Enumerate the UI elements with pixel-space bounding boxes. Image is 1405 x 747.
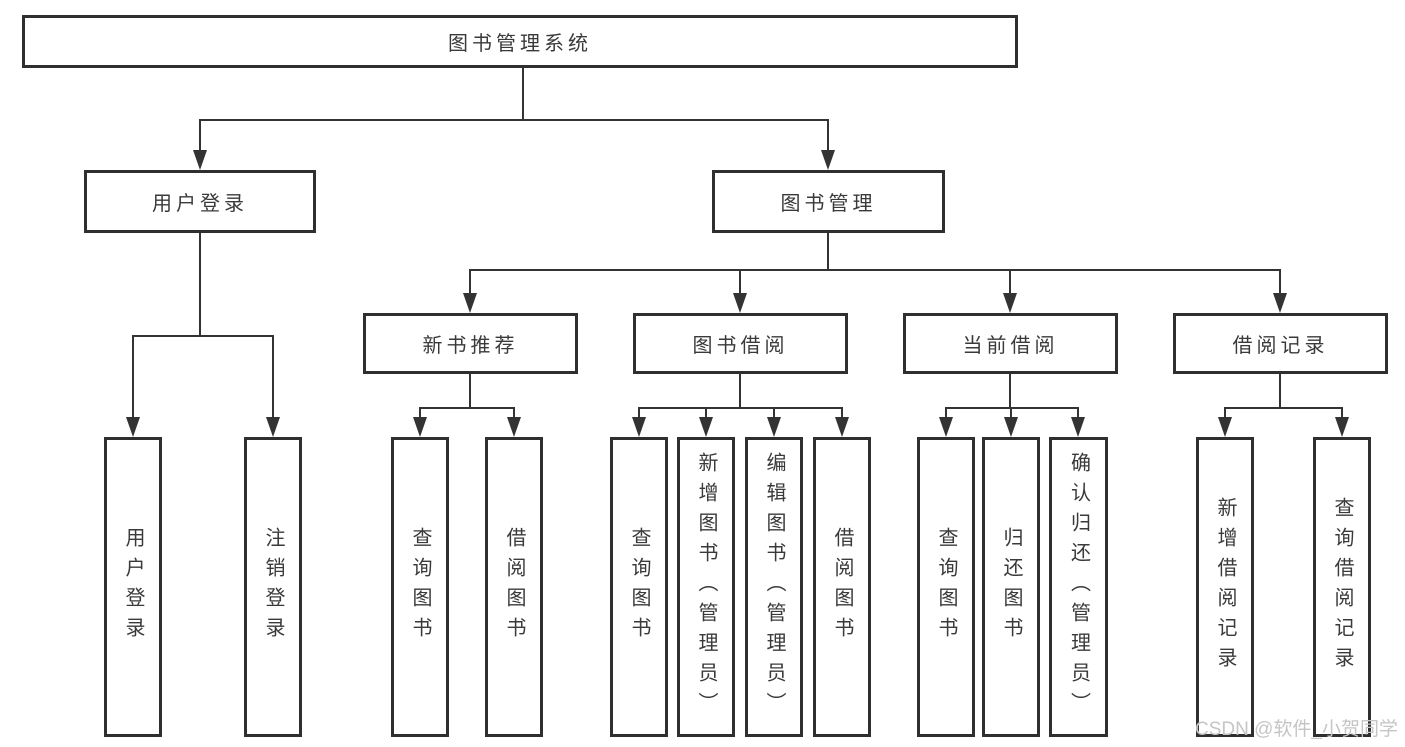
connector-vline xyxy=(1224,408,1226,419)
arrowhead-down xyxy=(767,417,781,437)
leaf-label: 借阅图书 xyxy=(831,527,853,647)
connector-hline xyxy=(1224,407,1343,409)
leaf-confirm-return-admin: 确认归还（管理员） xyxy=(1049,437,1108,737)
connector-vline xyxy=(638,408,640,419)
leaf-label: 查询借阅记录 xyxy=(1331,497,1353,677)
leaf-query-books-1: 查询图书 xyxy=(391,437,449,737)
connector-vline xyxy=(199,120,201,152)
leaf-add-borrow-record: 新增借阅记录 xyxy=(1196,437,1254,737)
connector-vline xyxy=(522,68,524,120)
arrowhead-down xyxy=(507,417,521,437)
leaf-label: 归还图书 xyxy=(1000,527,1022,647)
arrowhead-down xyxy=(821,150,835,170)
leaf-edit-book-admin: 编辑图书（管理员） xyxy=(745,437,803,737)
arrowhead-down xyxy=(1335,417,1349,437)
connector-vline xyxy=(705,408,707,419)
node-current-borrow: 当前借阅 xyxy=(903,313,1118,374)
connector-vline xyxy=(1010,408,1012,419)
watermark-text: CSDN @软件_小贺同学 xyxy=(1195,719,1398,740)
arrowhead-down xyxy=(1071,417,1085,437)
arrowhead-down xyxy=(193,150,207,170)
connector-vline xyxy=(739,374,741,408)
node-borrow-records: 借阅记录 xyxy=(1173,313,1388,374)
leaf-label: 注销登录 xyxy=(262,527,284,647)
leaf-query-books-2: 查询图书 xyxy=(610,437,668,737)
connector-vline xyxy=(132,336,134,419)
connector-vline xyxy=(419,408,421,419)
leaf-borrow-books-2: 借阅图书 xyxy=(813,437,871,737)
arrowhead-down xyxy=(1218,417,1232,437)
connector-vline xyxy=(1077,408,1079,419)
arrowhead-down xyxy=(1003,293,1017,313)
connector-vline xyxy=(513,408,515,419)
connector-vline xyxy=(1279,374,1281,408)
connector-vline xyxy=(945,408,947,419)
connector-vline xyxy=(272,336,274,419)
connector-vline xyxy=(1279,270,1281,295)
arrowhead-down xyxy=(413,417,427,437)
connector-vline xyxy=(1341,408,1343,419)
connector-hline xyxy=(419,407,515,409)
leaf-query-borrow-record: 查询借阅记录 xyxy=(1313,437,1371,737)
arrowhead-down xyxy=(1273,293,1287,313)
node-user-login-branch: 用户登录 xyxy=(84,170,316,233)
arrowhead-down xyxy=(632,417,646,437)
connector-hline xyxy=(945,407,1079,409)
arrowhead-down xyxy=(733,293,747,313)
connector-vline xyxy=(1009,270,1011,295)
leaf-label: 新增图书（管理员） xyxy=(695,452,717,722)
leaf-borrow-books-1: 借阅图书 xyxy=(485,437,543,737)
leaf-user-login: 用户登录 xyxy=(104,437,162,737)
connector-vline xyxy=(773,408,775,419)
connector-vline xyxy=(739,270,741,295)
connector-vline xyxy=(841,408,843,419)
leaf-add-book-admin: 新增图书（管理员） xyxy=(677,437,735,737)
connector-hline xyxy=(132,335,274,337)
connector-vline xyxy=(469,270,471,295)
leaf-return-book: 归还图书 xyxy=(982,437,1040,737)
connector-vline xyxy=(827,120,829,152)
connector-vline xyxy=(469,374,471,408)
leaf-label: 查询图书 xyxy=(628,527,650,647)
arrowhead-down xyxy=(835,417,849,437)
connector-vline xyxy=(199,233,201,336)
arrowhead-down xyxy=(126,417,140,437)
leaf-query-books-3: 查询图书 xyxy=(917,437,975,737)
connector-hline xyxy=(638,407,843,409)
leaf-label: 查询图书 xyxy=(409,527,431,647)
connector-hline xyxy=(199,119,829,121)
leaf-label: 借阅图书 xyxy=(503,527,525,647)
arrowhead-down xyxy=(1004,417,1018,437)
arrowhead-down xyxy=(266,417,280,437)
leaf-label: 编辑图书（管理员） xyxy=(763,452,785,722)
node-new-book-recommend: 新书推荐 xyxy=(363,313,578,374)
node-book-borrow: 图书借阅 xyxy=(633,313,848,374)
arrowhead-down xyxy=(699,417,713,437)
leaf-logout: 注销登录 xyxy=(244,437,302,737)
arrowhead-down xyxy=(463,293,477,313)
leaf-label: 用户登录 xyxy=(122,527,144,647)
node-root-system: 图书管理系统 xyxy=(22,15,1018,68)
connector-hline xyxy=(469,269,1281,271)
connector-vline xyxy=(827,233,829,270)
leaf-label: 新增借阅记录 xyxy=(1214,497,1236,677)
leaf-label: 查询图书 xyxy=(935,527,957,647)
connector-vline xyxy=(1009,374,1011,408)
leaf-label: 确认归还（管理员） xyxy=(1067,452,1090,722)
node-book-management-branch: 图书管理 xyxy=(712,170,945,233)
arrowhead-down xyxy=(939,417,953,437)
